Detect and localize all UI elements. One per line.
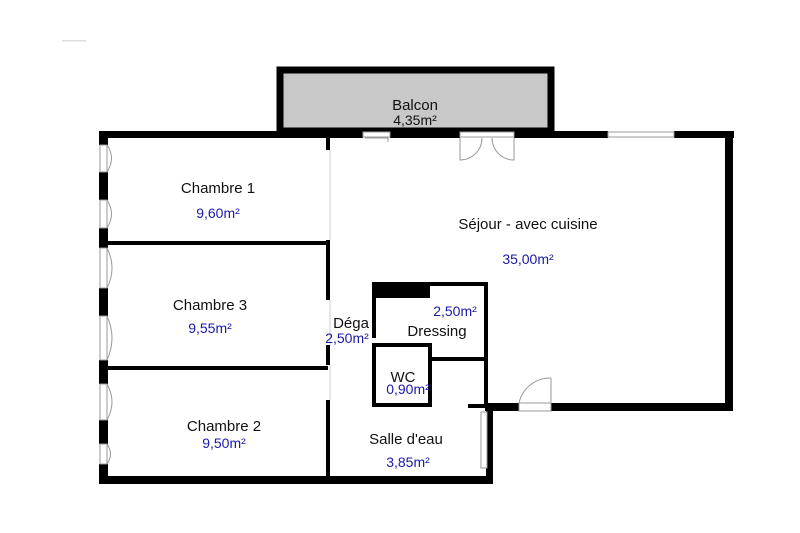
room-area-wc: 0,90m² [386, 381, 430, 397]
wall-vert-4 [326, 400, 330, 478]
room-name-sejour: Séjour - avec cuisine [458, 216, 597, 233]
wall-left-seg5 [99, 360, 108, 384]
room-name-dressing: Dressing [407, 323, 466, 340]
room-area-degagement: 2,50m² [325, 330, 369, 346]
wall-top-left [99, 131, 363, 138]
outer-walls [99, 131, 734, 484]
wall-sejour-bottom-right [551, 403, 733, 411]
dressing-shelf [376, 286, 430, 298]
wall-wc-top [372, 343, 432, 347]
wall-left-seg3 [99, 228, 108, 248]
wall-wc-left [372, 343, 376, 407]
room-area-chambre1: 9,60m² [196, 205, 240, 221]
interior-walls [108, 138, 490, 478]
wall-ch1-ch3 [108, 241, 328, 245]
room-name-chambre3: Chambre 3 [173, 297, 247, 314]
wall-left-seg2 [99, 172, 108, 200]
wall-dressing-top [372, 282, 488, 286]
room-name-degagement: Déga [333, 315, 370, 332]
window-top-2 [607, 131, 675, 138]
left-windows [99, 144, 113, 465]
room-area-balcon: 4,35m² [393, 112, 437, 128]
window-top-1 [362, 131, 391, 138]
wall-vert-1 [326, 138, 330, 150]
room-area-chambre2: 9,50m² [202, 435, 246, 451]
wall-vert-2 [326, 240, 330, 300]
wall-sejour-bottom-left [485, 403, 519, 411]
wall-salle-top [468, 404, 490, 408]
wall-dressing-left [372, 282, 376, 338]
wall-left-seg6 [99, 420, 108, 444]
corner-mark [62, 40, 86, 42]
wall-wc-right [428, 343, 432, 407]
wall-left-seg7 [99, 464, 108, 484]
window-chambre3-a [99, 247, 108, 289]
top-openings [362, 131, 675, 161]
wall-dressing-bottom [432, 357, 488, 361]
room-area-dressing: 2,50m² [433, 303, 477, 319]
wall-top-mid [390, 131, 460, 138]
room-name-chambre1: Chambre 1 [181, 180, 255, 197]
window-chambre3-b [99, 315, 108, 361]
wall-salle-right [486, 403, 493, 484]
wall-left-seg1 [99, 131, 108, 145]
room-name-wc: WC [391, 369, 416, 386]
room-area-salle-deau: 3,85m² [386, 454, 430, 470]
wall-right [725, 131, 733, 411]
window-chambre2-b [99, 443, 108, 465]
wall-left-seg4 [99, 288, 108, 316]
room-name-chambre2: Chambre 2 [187, 418, 261, 435]
room-area-sejour: 35,00m² [502, 251, 554, 267]
room-area-chambre3: 9,55m² [188, 320, 232, 336]
window-chambre1-a [99, 144, 108, 173]
wall-bottom [99, 476, 493, 484]
french-door-top [459, 131, 515, 138]
window-chambre2-a [99, 383, 108, 421]
wall-top-far-right [674, 131, 734, 138]
door-swings [329, 150, 552, 469]
wall-vert-3 [326, 345, 330, 365]
wall-wc-bottom [372, 403, 432, 407]
wall-top-right [514, 131, 608, 138]
wall-ch3-ch2 [108, 366, 328, 370]
room-name-salle-deau: Salle d'eau [369, 431, 443, 448]
room-name-balcon: Balcon [392, 97, 438, 114]
wall-dressing-right [484, 282, 488, 408]
room-labels: Balcon 4,35m² Séjour - avec cuisine 35,0… [173, 97, 598, 470]
window-chambre1-b [99, 199, 108, 229]
